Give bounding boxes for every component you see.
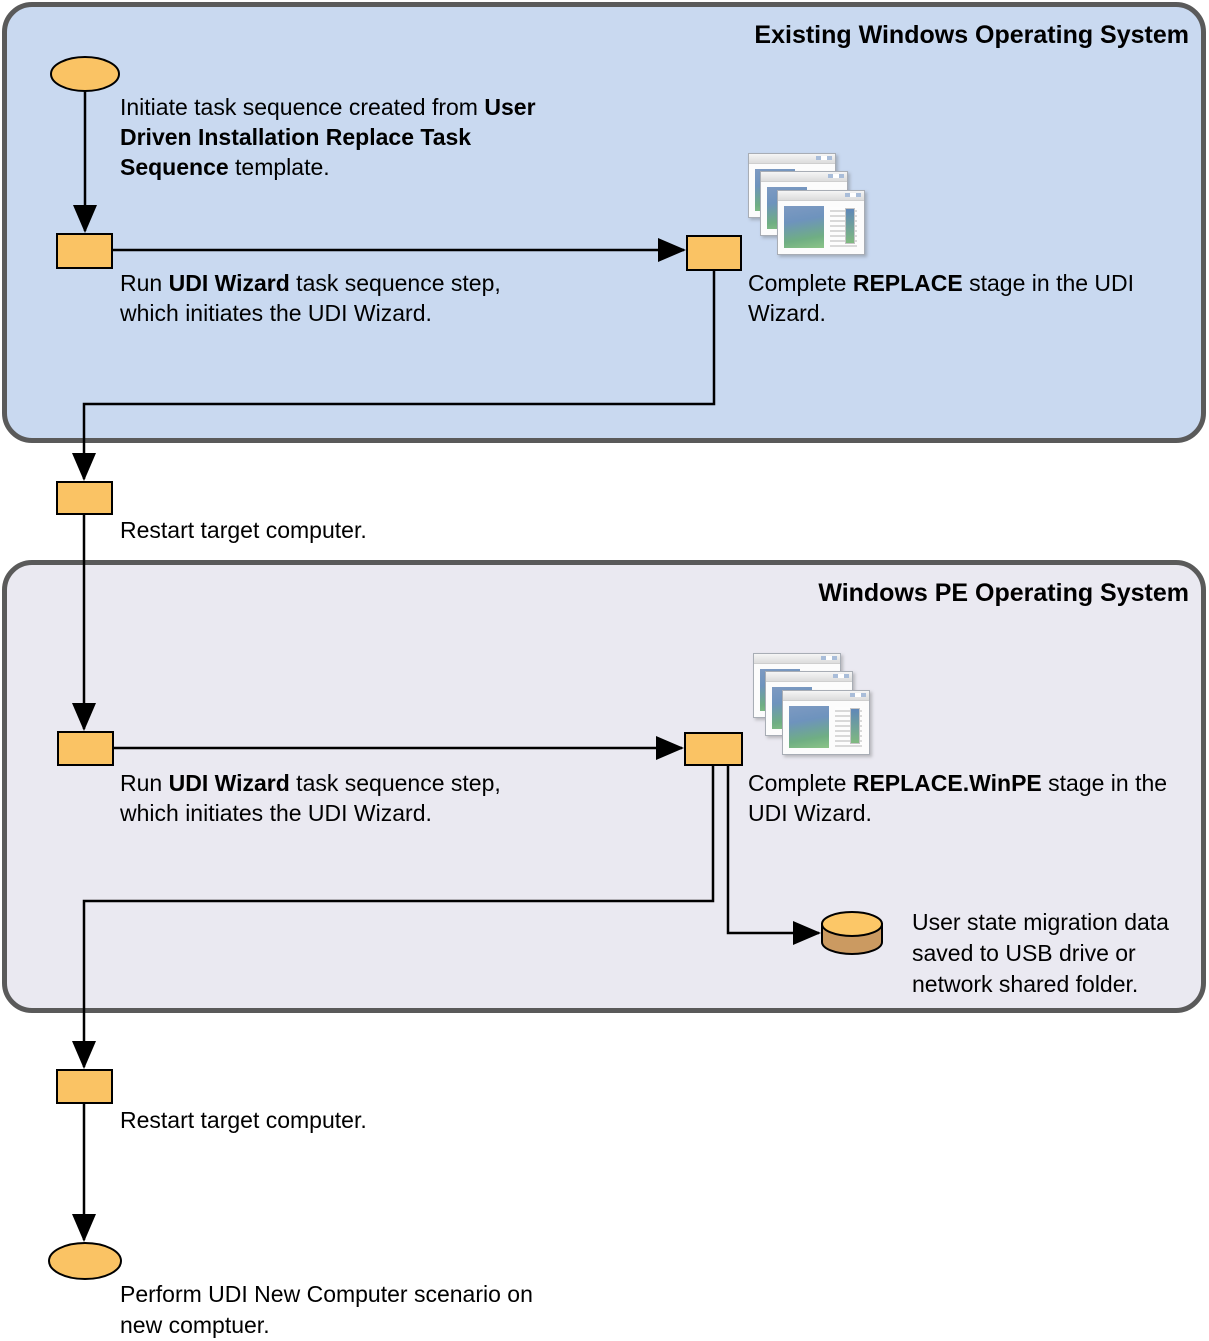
process-rect-restart-1 xyxy=(56,481,113,515)
label-text: template. xyxy=(228,154,330,180)
label-complete-replace-winpe-stage: Complete REPLACE.WinPE stage in the UDI … xyxy=(748,768,1203,828)
window-image-pane xyxy=(784,206,824,248)
label-run-udi-wizard-2: Run UDI Wizard task sequence step, which… xyxy=(120,768,545,828)
window-titlebar xyxy=(778,191,864,201)
label-user-state-migration: User state migration data saved to USB d… xyxy=(912,907,1200,1000)
label-text-bold: REPLACE xyxy=(852,270,963,296)
container-title-windows-pe: Windows PE Operating System xyxy=(818,579,1189,607)
label-initiate-task-sequence: Initiate task sequence created from User… xyxy=(120,92,582,182)
label-text: Restart target computer. xyxy=(120,1107,367,1133)
label-text: User state migration data saved to USB d… xyxy=(912,909,1169,997)
label-text-bold: UDI Wizard xyxy=(168,270,290,296)
process-rect-restart-2 xyxy=(56,1069,113,1104)
window-titlebar xyxy=(761,172,847,182)
label-text: Restart target computer. xyxy=(120,517,367,543)
label-text-bold: REPLACE.WinPE xyxy=(852,770,1042,796)
window-scrollbar xyxy=(850,708,860,744)
window-front xyxy=(782,690,870,755)
window-front xyxy=(777,190,865,255)
window-titlebar xyxy=(766,672,852,682)
cascading-windows-icon xyxy=(753,653,870,755)
label-perform-udi-new-computer: Perform UDI New Computer scenario on new… xyxy=(120,1279,580,1341)
label-text: Complete xyxy=(748,770,853,796)
cascading-windows-icon xyxy=(748,153,865,255)
label-text: Perform UDI New Computer scenario on new… xyxy=(120,1281,533,1338)
label-text: Run xyxy=(120,770,169,796)
window-scrollbar xyxy=(845,208,855,244)
label-text: Complete xyxy=(748,270,853,296)
label-text: Initiate task sequence created from xyxy=(120,94,485,120)
label-text-bold: User Driven Installation Replace Task Se… xyxy=(120,94,536,180)
container-title-existing-windows: Existing Windows Operating System xyxy=(754,21,1189,49)
label-complete-replace-stage: Complete REPLACE stage in the UDI Wizard… xyxy=(748,268,1178,328)
window-titlebar xyxy=(754,654,840,664)
label-restart-target-computer-1: Restart target computer. xyxy=(120,515,540,545)
container-existing-windows-os: Existing Windows Operating System xyxy=(2,2,1206,443)
label-text: stage in the UDI Wizard. xyxy=(748,270,1135,326)
window-image-pane xyxy=(789,706,829,748)
label-text: Run xyxy=(120,270,169,296)
window-titlebar xyxy=(783,691,869,701)
label-text-bold: UDI Wizard xyxy=(168,770,290,796)
label-run-udi-wizard-1: Run UDI Wizard task sequence step, which… xyxy=(120,268,545,328)
end-terminator-ellipse xyxy=(48,1242,122,1280)
label-restart-target-computer-2: Restart target computer. xyxy=(120,1105,540,1135)
window-titlebar xyxy=(749,154,835,164)
